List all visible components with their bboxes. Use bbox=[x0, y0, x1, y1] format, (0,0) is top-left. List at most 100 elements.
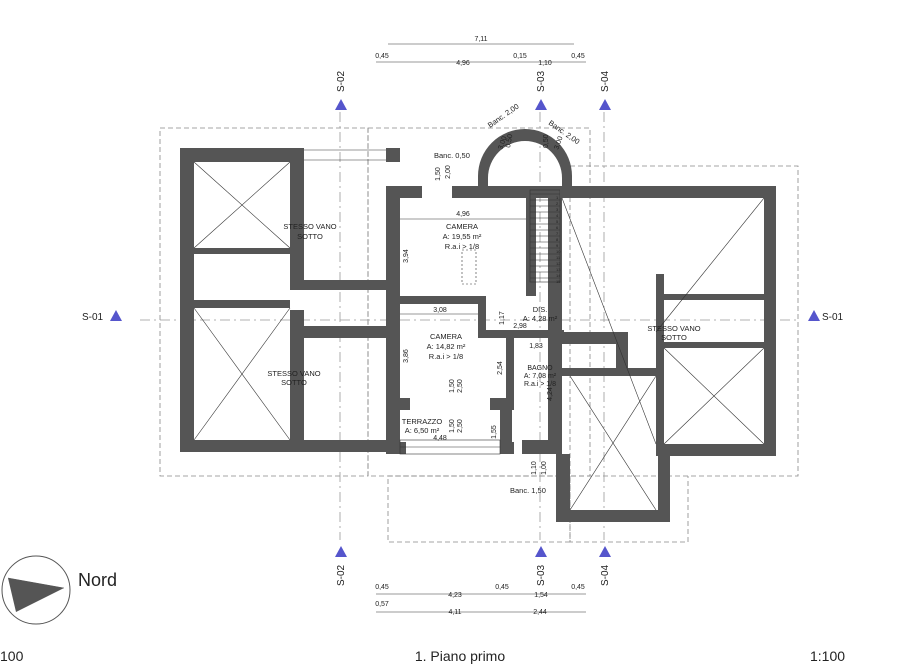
north-label: Nord bbox=[78, 570, 117, 590]
dim-h100: 1,00 bbox=[541, 461, 548, 475]
vano-e-line1: STESSO VANO bbox=[647, 324, 700, 333]
stair-step-number: 10 bbox=[556, 249, 561, 254]
banc-200-a-label: Banc. 2,00 bbox=[486, 102, 521, 130]
room-name-camera-2: CAMERA bbox=[430, 332, 462, 341]
stair-step-number: 6 bbox=[556, 225, 559, 230]
dim-bot-154: 1,54 bbox=[534, 592, 548, 599]
section-s04-top-label: S-04 bbox=[600, 70, 611, 92]
section-s01-west-arrow bbox=[110, 310, 122, 321]
vano-sw-line1: STESSO VANO bbox=[267, 369, 320, 378]
section-s03-top-label: S-03 bbox=[536, 70, 547, 92]
vano-e-line2: SOTTO bbox=[661, 333, 687, 342]
stair-dim-d: 3,00 bbox=[553, 135, 564, 150]
dim-w308: 3,08 bbox=[433, 307, 447, 314]
stair-step-number: 3 bbox=[556, 207, 559, 212]
central-walls bbox=[386, 186, 564, 454]
dim-h200a: 2,00 bbox=[445, 165, 452, 179]
dim-bot-411: 4,11 bbox=[448, 609, 461, 616]
dim-h424: 4,24 bbox=[547, 387, 554, 401]
dim-top-045b: 0,45 bbox=[571, 53, 585, 60]
dim-w298: 2,98 bbox=[513, 323, 527, 330]
section-s04-bottom-arrow bbox=[599, 546, 611, 557]
banc-150-label: Banc. 1,50 bbox=[510, 486, 546, 495]
stair-step-number: 11 bbox=[556, 255, 561, 260]
room-name-camera-1: CAMERA bbox=[446, 222, 478, 231]
inner-dimensions: 4,96 3,94 3,08 3,86 2,98 1,17 1,83 2,54 … bbox=[400, 165, 554, 475]
east-vano-diagonals bbox=[561, 197, 765, 511]
section-markers: S-01 S-01 S-02 S-02 S-03 S-03 S-04 S-04 bbox=[82, 70, 844, 586]
dim-h117: 1,17 bbox=[499, 311, 506, 325]
room-area-bagno: A: 7,08 m² bbox=[524, 373, 557, 380]
terrace-railing bbox=[399, 249, 501, 455]
room-labels: CAMERA A: 19,55 m² R.a.i > 1/8 CAMERA A:… bbox=[267, 222, 700, 435]
top-dimension-chain: 7,11 0,45 4,96 0,15 1,10 0,45 bbox=[375, 36, 586, 67]
dim-h394: 3,94 bbox=[403, 249, 410, 263]
section-s01-east-arrow bbox=[808, 310, 820, 321]
section-s03-bottom-arrow bbox=[535, 546, 547, 557]
stair-step-number: 2 bbox=[556, 201, 559, 206]
vano-nw-line1: STESSO VANO bbox=[283, 222, 336, 231]
dim-bot-244: 2,44 bbox=[533, 609, 547, 616]
dim-w496: 4,96 bbox=[456, 211, 470, 218]
dim-h110: 1,10 bbox=[531, 461, 538, 475]
stair-step-number: 15 bbox=[556, 279, 561, 284]
bottom-dimension-chain: 0,45 4,23 0,45 1,54 0,45 0,57 4,11 2,44 bbox=[375, 584, 586, 616]
stair-step-number: 12 bbox=[556, 261, 561, 266]
room-name-terrazzo: TERRAZZO bbox=[402, 417, 443, 426]
dim-h386: 3,86 bbox=[403, 349, 410, 363]
dim-bot-423: 4,23 bbox=[448, 592, 462, 599]
dim-top-overall: 7,11 bbox=[474, 36, 487, 43]
dim-bot-045c: 0,45 bbox=[571, 584, 585, 591]
section-s02-top-arrow bbox=[335, 99, 347, 110]
dim-h155: 1,55 bbox=[491, 425, 498, 439]
dim-h250b: 2,50 bbox=[457, 419, 464, 433]
room-rai-camera-2: R.a.i > 1/8 bbox=[429, 352, 463, 361]
dim-top-015: 0,15 bbox=[513, 53, 527, 60]
section-s02-top-label: S-02 bbox=[336, 70, 347, 92]
section-s02-bottom-arrow bbox=[335, 546, 347, 557]
room-name-bagno: BAGNO bbox=[527, 365, 553, 372]
dim-bot-045a: 0,45 bbox=[375, 584, 389, 591]
stair-step-number: 8 bbox=[556, 237, 559, 242]
dim-h254: 2,54 bbox=[497, 361, 504, 375]
stair-step-number: 7 bbox=[556, 231, 559, 236]
section-s04-top-arrow bbox=[599, 99, 611, 110]
stair-dim-a: 3,00 bbox=[497, 135, 508, 150]
room-name-dis: DIS. bbox=[533, 305, 548, 314]
room-area-dis: A: 4,28 m² bbox=[523, 314, 558, 323]
stair-step-number: 9 bbox=[556, 243, 559, 248]
dim-w448: 4,48 bbox=[433, 435, 447, 442]
room-area-camera-1: A: 19,55 m² bbox=[443, 232, 482, 241]
north-compass: Nord bbox=[1, 555, 117, 625]
footer-left-scale: 100 bbox=[0, 648, 24, 664]
room-rai-camera-1: R.a.i > 1/8 bbox=[445, 242, 479, 251]
dim-h250a: 2,50 bbox=[457, 379, 464, 393]
stair-step-number: 14 bbox=[556, 273, 561, 278]
dim-bot-057: 0,57 bbox=[375, 601, 389, 608]
dim-top-110: 1,10 bbox=[538, 60, 552, 67]
stair-dim-c: 0,50 bbox=[543, 134, 550, 148]
stair-step-number: 1 bbox=[556, 195, 559, 200]
west-vano-diagonals bbox=[193, 149, 386, 441]
room-area-terrazzo: A: 6,50 m² bbox=[405, 426, 440, 435]
vano-sw-line2: SOTTO bbox=[281, 378, 307, 387]
footer-right-scale: 1:100 bbox=[810, 648, 846, 664]
dim-top-496: 4,96 bbox=[456, 60, 470, 67]
stair-dim-b: 0,50 bbox=[505, 134, 514, 149]
stair-step-number: 13 bbox=[556, 267, 561, 272]
stair-step-number: 5 bbox=[556, 219, 559, 224]
section-s03-bottom-label: S-03 bbox=[536, 564, 547, 586]
room-rai-bagno: R.a.i > 1/8 bbox=[524, 381, 556, 388]
vano-nw-line2: SOTTO bbox=[297, 232, 323, 241]
section-s03-top-arrow bbox=[535, 99, 547, 110]
section-s01-west-label: S-01 bbox=[82, 312, 104, 323]
banc-050-label: Banc. 0,50 bbox=[434, 151, 470, 160]
dim-h150a: 1,50 bbox=[435, 167, 442, 181]
dim-top-045a: 0,45 bbox=[375, 53, 389, 60]
lower-floor-outline bbox=[159, 127, 799, 543]
section-s04-bottom-label: S-04 bbox=[600, 564, 611, 586]
east-wing-walls bbox=[556, 186, 776, 522]
dim-bot-045b: 0,45 bbox=[495, 584, 509, 591]
